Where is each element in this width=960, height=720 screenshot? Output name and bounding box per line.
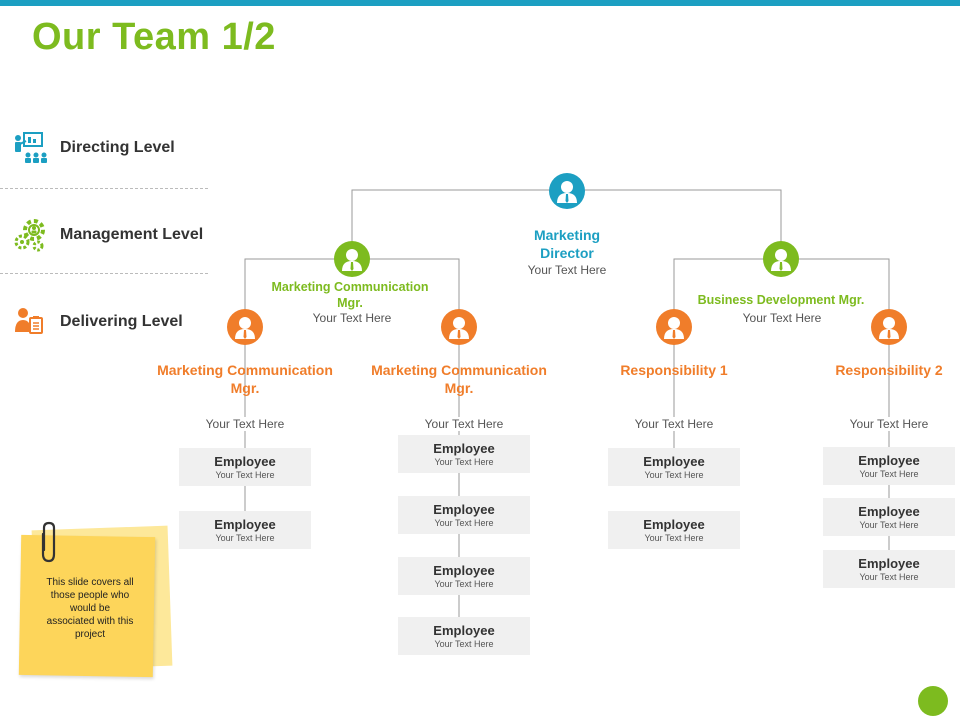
employee-card: Employee Your Text Here [398, 617, 530, 655]
level-label: Directing Level [60, 139, 175, 156]
employee-card: Employee Your Text Here [398, 557, 530, 595]
sticky-note-text: This slide covers all those people who w… [46, 577, 134, 640]
employee-text: Your Text Here [644, 533, 704, 543]
delivery2-title-line1: Marketing Communication [371, 362, 547, 378]
level-label: Delivering Level [60, 313, 183, 330]
person-clipboard-icon [12, 304, 48, 340]
employee-card: Employee Your Text Here [823, 550, 955, 588]
employee-text: Your Text Here [859, 469, 919, 479]
delivery4-node-icon [871, 309, 907, 345]
employee-text: Your Text Here [215, 533, 275, 543]
corner-dot [918, 686, 948, 716]
delivery3-title: Responsibility 1 [620, 362, 728, 378]
delivery2-title: Marketing Communication Mgr. [362, 361, 556, 397]
delivery4-text: Your Text Here [834, 417, 944, 431]
delivery1-text: Your Text Here [190, 417, 300, 431]
manager2-title: Business Development Mgr. [697, 293, 865, 307]
employee-card: Employee Your Text Here [398, 496, 530, 534]
employee-text: Your Text Here [644, 470, 704, 480]
employee-text: Your Text Here [434, 579, 494, 589]
delivery1-title: Marketing Communication Mgr. [148, 361, 342, 397]
employee-card: Employee Your Text Here [398, 435, 530, 473]
employee-card: Employee Your Text Here [823, 447, 955, 485]
manager2-text: Your Text Here [720, 311, 844, 325]
manager1-title: Marketing Communication Mgr. [250, 279, 450, 311]
employee-text: Your Text Here [859, 520, 919, 530]
employee-title: Employee [858, 453, 920, 468]
manager2-node-icon [763, 241, 799, 277]
employee-text: Your Text Here [215, 470, 275, 480]
delivery2-node-icon [441, 309, 477, 345]
director-title-line1: Marketing [533, 227, 601, 243]
employee-text: Your Text Here [434, 639, 494, 649]
employee-text: Your Text Here [434, 518, 494, 528]
director-title: Marketing Director [486, 226, 648, 262]
delivery3-text: Your Text Here [619, 417, 729, 431]
employee-text: Your Text Here [434, 457, 494, 467]
delivery1-node-icon [227, 309, 263, 345]
director-text: Your Text Here [496, 263, 638, 277]
employee-title: Employee [433, 502, 495, 517]
gears-person-icon [12, 217, 48, 253]
level-delivering: Delivering Level [12, 302, 183, 342]
employee-title: Employee [643, 454, 705, 469]
presentation-team-icon [12, 130, 48, 166]
page-title: Our Team 1/2 [32, 16, 276, 58]
level-management: Management Level [12, 215, 203, 255]
delivery4-title: Responsibility 2 [835, 362, 943, 378]
level-divider [0, 188, 208, 189]
employee-title: Employee [214, 517, 276, 532]
paperclip-icon [38, 520, 60, 569]
delivery3-node-icon [656, 309, 692, 345]
employee-title: Employee [433, 563, 495, 578]
employee-title: Employee [433, 441, 495, 456]
employee-title: Employee [214, 454, 276, 469]
level-divider [0, 273, 208, 274]
manager1-text: Your Text Here [290, 311, 414, 325]
manager1-node-icon [334, 241, 370, 277]
manager1-title-line1: Marketing Communication [271, 280, 429, 294]
employee-title: Employee [643, 517, 705, 532]
level-directing: Directing Level [12, 128, 175, 168]
employee-card: Employee Your Text Here [823, 498, 955, 536]
director-node-icon [549, 173, 585, 209]
delivery1-title-line2: Mgr. [230, 380, 260, 396]
employee-card: Employee Your Text Here [179, 448, 311, 486]
employee-card: Employee Your Text Here [179, 511, 311, 549]
delivery2-title-line2: Mgr. [444, 380, 474, 396]
delivery2-text: Your Text Here [409, 417, 519, 431]
director-title-line2: Director [540, 245, 594, 261]
manager1-title-line2: Mgr. [337, 296, 363, 310]
level-label: Management Level [60, 226, 204, 243]
delivery1-title-line1: Marketing Communication [157, 362, 333, 378]
employee-card: Employee Your Text Here [608, 448, 740, 486]
employee-title: Employee [858, 556, 920, 571]
top-accent-bar [0, 0, 960, 6]
employee-card: Employee Your Text Here [608, 511, 740, 549]
employee-title: Employee [433, 623, 495, 638]
employee-text: Your Text Here [859, 572, 919, 582]
employee-title: Employee [858, 504, 920, 519]
